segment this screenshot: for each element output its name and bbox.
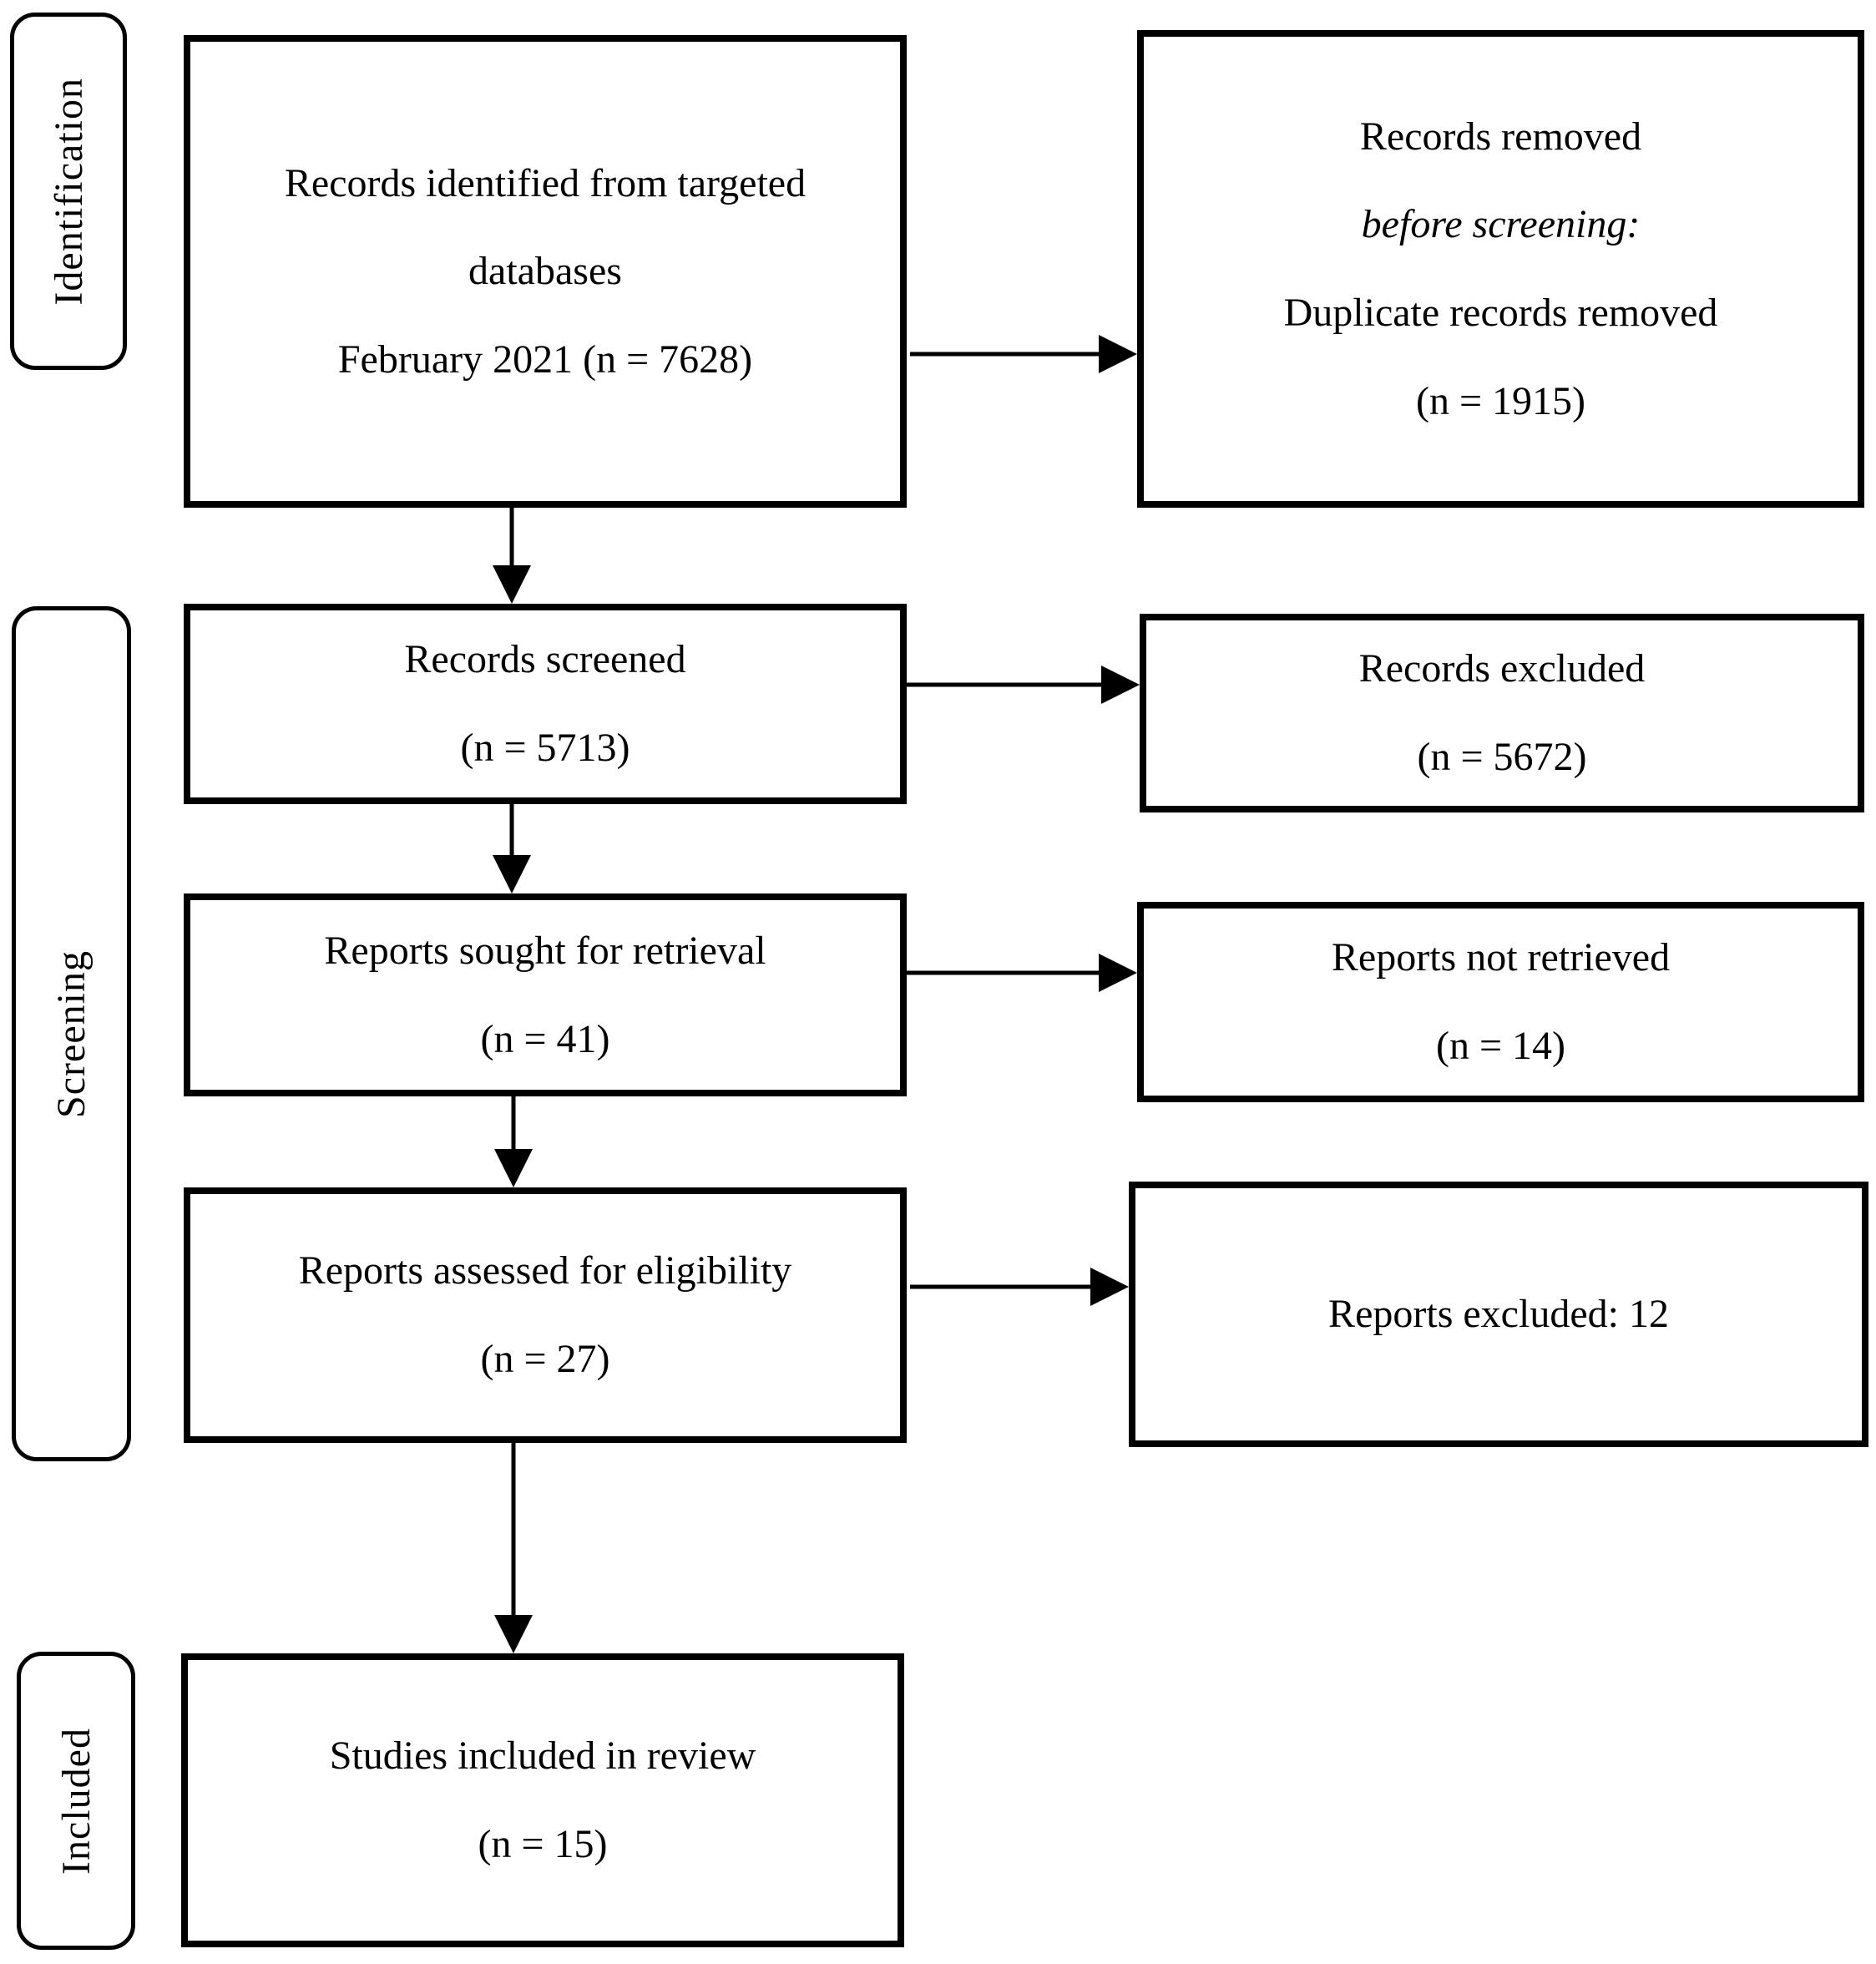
arrow-identified-to-removed — [910, 335, 1137, 373]
box-text-line: Reports not retrieved — [1331, 935, 1671, 980]
box-text-line-italic: before screening: — [1361, 202, 1641, 247]
box-text-line: Records identified from targeted — [284, 160, 807, 205]
box-text-line: (n = 15) — [478, 1822, 608, 1866]
stage-identification-label: Identification — [46, 77, 91, 306]
box-text-line: databases — [468, 249, 622, 294]
box-text-line: Reports sought for retrieval — [324, 928, 766, 973]
box-reports-excluded: Reports excluded: 12 — [1129, 1182, 1868, 1447]
box-text-line: (n = 14) — [1435, 1024, 1566, 1068]
arrow-assessed-to-reports-excluded — [910, 1268, 1129, 1306]
arrow-assessed-to-included — [494, 1443, 533, 1653]
box-text-line: (n = 5713) — [460, 726, 630, 770]
stage-included: Included — [17, 1652, 135, 1950]
box-reports-not-retrieved: Reports not retrieved (n = 14) — [1137, 902, 1864, 1102]
stage-identification: Identification — [10, 13, 127, 370]
box-records-removed: Records removed before screening: Duplic… — [1137, 30, 1864, 508]
box-text-line: (n = 5672) — [1417, 735, 1587, 779]
box-studies-included: Studies included in review (n = 15) — [181, 1653, 904, 1947]
box-text-line: Reports assessed for eligibility — [298, 1248, 792, 1293]
arrow-screened-to-records-excluded — [907, 666, 1140, 704]
box-text-line: Reports excluded: 12 — [1328, 1292, 1669, 1337]
box-records-screened: Records screened (n = 5713) — [184, 604, 907, 804]
stage-included-label: Included — [53, 1727, 99, 1875]
box-records-identified: Records identified from targeted databas… — [184, 35, 907, 508]
arrow-sought-to-not-retrieved — [907, 954, 1137, 992]
box-text-line: (n = 27) — [480, 1337, 610, 1381]
box-reports-assessed: Reports assessed for eligibility (n = 27… — [184, 1187, 907, 1443]
box-text-line: Records excluded — [1358, 646, 1646, 691]
stage-screening: Screening — [12, 606, 131, 1461]
box-text-line: Records screened — [404, 637, 686, 682]
stage-screening-label: Screening — [49, 949, 94, 1118]
box-text-line: (n = 41) — [480, 1016, 610, 1061]
box-reports-sought: Reports sought for retrieval (n = 41) — [184, 893, 907, 1096]
box-text-line: February 2021 (n = 7628) — [337, 337, 753, 382]
box-records-excluded: Records excluded (n = 5672) — [1140, 614, 1864, 812]
arrow-identified-to-screened — [493, 508, 531, 604]
arrow-screened-to-sought — [493, 804, 531, 893]
arrow-sought-to-assessed — [494, 1096, 533, 1187]
box-text-line: Duplicate records removed — [1283, 291, 1718, 335]
box-text-line: Records removed — [1359, 114, 1642, 159]
box-text-line: Studies included in review — [329, 1734, 756, 1779]
box-text-line: (n = 1915) — [1415, 378, 1586, 423]
